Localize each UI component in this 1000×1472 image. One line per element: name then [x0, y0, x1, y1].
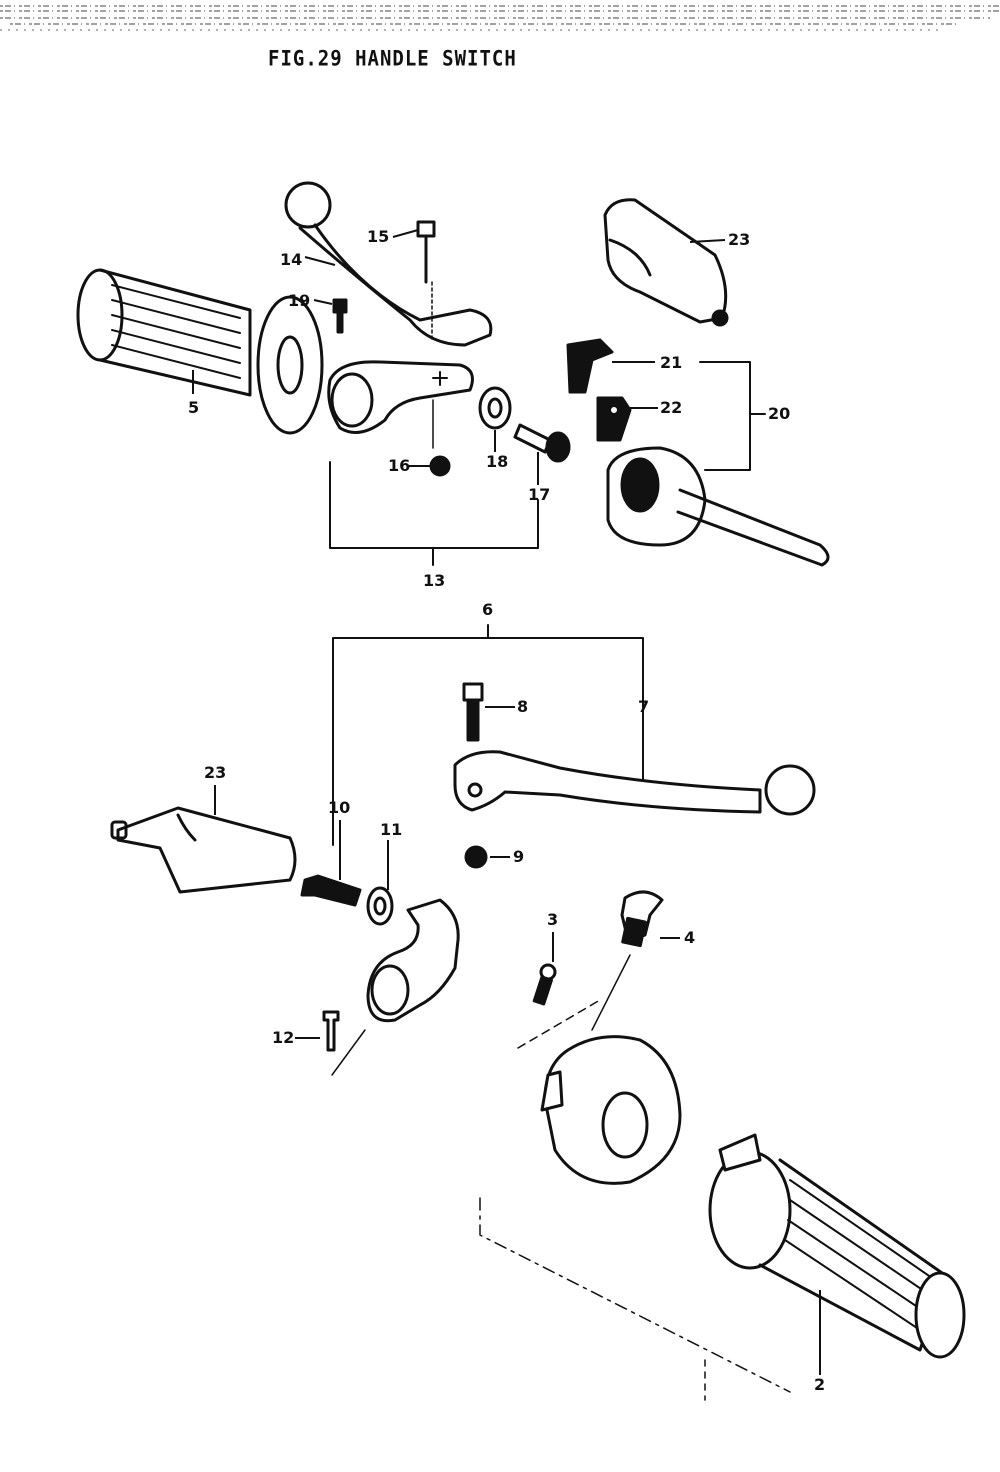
label-part-15: 15 [367, 227, 390, 246]
bracket-13 [329, 461, 539, 549]
scan-noise-header [0, 5, 1000, 31]
label-part-16: 16 [388, 456, 411, 475]
clutch-lever-part-14 [284, 181, 493, 347]
brake-lever-part-7 [453, 750, 816, 816]
bolt-part-8 [462, 682, 484, 742]
left-grip-part-5 [76, 268, 324, 435]
label-part-10: 10 [328, 798, 351, 817]
nut-part-9 [464, 845, 488, 869]
right-grip-part-2 [708, 1133, 966, 1359]
label-part-5: 5 [188, 398, 200, 417]
label-part-18: 18 [486, 452, 509, 471]
label-part-21: 21 [660, 353, 683, 372]
bracket-20 [699, 361, 751, 471]
label-part-3: 3 [547, 910, 559, 929]
washer-part-11 [366, 886, 394, 926]
label-part-4: 4 [684, 928, 696, 947]
label-part-22: 22 [660, 398, 683, 417]
screw-part-3 [532, 963, 557, 1006]
nut-part-16 [429, 455, 451, 477]
switch-part-22 [596, 396, 632, 442]
throttle-housing [540, 1035, 682, 1185]
label-part-23-upper: 23 [728, 230, 751, 249]
screw-part-12 [322, 1010, 340, 1052]
label-part-23-lower: 23 [204, 763, 227, 782]
bolt-part-17 [513, 423, 571, 463]
lever-holder-lower [366, 898, 460, 1023]
label-part-8: 8 [517, 697, 529, 716]
label-part-13: 13 [423, 571, 446, 590]
cover-part-23-upper [603, 198, 729, 327]
screw-part-19 [332, 298, 348, 334]
switch-housing-part-20 [606, 446, 830, 567]
figure-title: FIG.29 HANDLE SWITCH [268, 46, 517, 72]
bracket-6 [332, 637, 644, 846]
cover-part-23-lower [110, 806, 297, 894]
pivot-bolt-part-15 [416, 220, 436, 341]
label-part-20: 20 [768, 404, 791, 423]
washer-part-18 [478, 386, 512, 430]
switch-knob-part-21 [566, 338, 614, 394]
bolt-part-10 [300, 874, 362, 907]
label-part-11: 11 [380, 820, 403, 839]
label-part-2: 2 [814, 1375, 826, 1394]
label-part-6: 6 [482, 600, 494, 619]
label-part-19: 19 [288, 291, 311, 310]
screw-part-4 [620, 890, 664, 948]
label-part-14: 14 [280, 250, 303, 269]
label-part-12: 12 [272, 1028, 295, 1047]
label-part-17: 17 [528, 485, 551, 504]
label-part-7: 7 [638, 697, 650, 716]
lever-holder-part-13 [327, 360, 474, 449]
label-part-9: 9 [513, 847, 525, 866]
